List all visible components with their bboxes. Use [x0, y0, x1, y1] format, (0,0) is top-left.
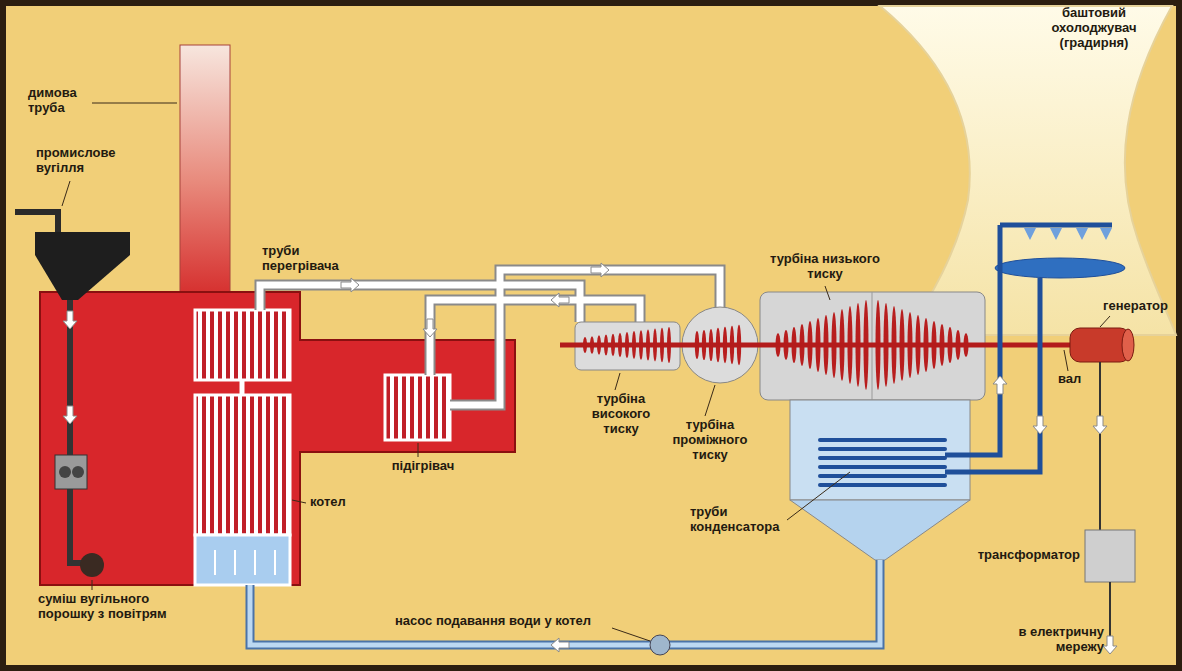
steam-pipes	[260, 270, 720, 405]
flow-arrow	[63, 406, 77, 424]
part-label: труби перегрівача	[262, 244, 352, 274]
flow-arrow	[591, 263, 609, 277]
transformer	[1085, 530, 1135, 582]
flow-arrow	[341, 278, 359, 292]
boiler-units	[385, 375, 450, 440]
part-label: баштовий охолоджувач (градирня)	[1035, 6, 1153, 51]
flow-arrow	[63, 311, 77, 329]
leader-line	[787, 472, 850, 520]
generator	[1070, 328, 1134, 362]
steam-pipes	[450, 270, 720, 405]
coal-feed	[15, 212, 130, 577]
background	[3, 3, 1179, 668]
leader-line	[92, 103, 177, 104]
part-label: в електричну мережу	[1018, 625, 1104, 655]
flow-arrow	[423, 319, 437, 337]
condenser-tubes	[820, 438, 945, 442]
coal-feed	[72, 466, 84, 478]
part-label: трансформатор	[972, 548, 1080, 563]
boiler-house	[40, 292, 515, 585]
leader-line	[705, 385, 715, 416]
part-label: турбіна низького тиску	[760, 252, 890, 282]
part-label: котел	[310, 495, 370, 510]
leader-line	[615, 373, 620, 390]
part-label: димова труба	[28, 86, 90, 116]
flow-arrow	[1103, 636, 1117, 654]
condenser-tubes	[820, 456, 945, 460]
boiler-units	[240, 380, 245, 395]
coal-feed	[59, 466, 71, 478]
cooling-tower	[880, 6, 1176, 335]
condenser-tubes	[820, 440, 945, 485]
condenser-tubes	[820, 474, 945, 478]
part-label: насос подавання води у котел	[395, 614, 655, 629]
leader-line	[825, 286, 830, 300]
flow-arrow	[993, 376, 1007, 394]
boiler-units	[195, 310, 290, 380]
feed-water-pipe	[250, 560, 880, 645]
power-line	[1109, 582, 1111, 636]
feed-water-pipe	[250, 560, 880, 645]
part-label: промислове вугілля	[36, 146, 136, 176]
leader-line	[62, 181, 70, 206]
leader-line	[418, 443, 419, 457]
flow-arrow	[63, 263, 1117, 654]
flow-arrow	[1033, 416, 1047, 434]
cooling-water-pipes	[945, 278, 1040, 472]
power-line	[1099, 362, 1101, 530]
generator	[1122, 329, 1134, 361]
part-label: генератор	[1103, 299, 1177, 314]
cooling-water-pipes	[945, 225, 1040, 472]
turbines	[790, 500, 970, 560]
leader-line	[612, 628, 650, 641]
cooling-tower	[880, 6, 1176, 335]
coal-feed	[55, 455, 87, 489]
generator	[1070, 328, 1130, 362]
flow-arrow	[551, 638, 569, 652]
feed-water-pipe	[650, 635, 670, 655]
coal-feed	[35, 232, 130, 300]
flow-arrow	[1093, 416, 1107, 434]
shaft	[560, 343, 1070, 348]
feed-water-pipe	[250, 560, 880, 655]
part-label: труби конденсатора	[690, 505, 786, 535]
part-label: турбіна високого тиску	[585, 392, 657, 437]
condenser-tubes	[820, 483, 945, 487]
turbines	[790, 400, 970, 500]
coal-feed	[15, 212, 58, 234]
part-label: підігрівач	[378, 459, 468, 474]
cooling-tower	[995, 258, 1125, 278]
boiler-units	[215, 550, 275, 575]
leader-line	[62, 103, 1110, 641]
part-label: суміш вугільного порошку з повітрям	[38, 592, 203, 622]
cooling-tower	[1024, 228, 1112, 240]
leader-line	[1064, 350, 1068, 371]
boiler-units	[195, 535, 290, 585]
coal-feed	[80, 553, 104, 577]
condenser-tubes	[820, 447, 945, 451]
cooling-water-pipes	[945, 225, 1000, 455]
leader-line	[1100, 316, 1110, 327]
cooling-tower	[1000, 223, 1112, 228]
part-label: турбіна проміжного тиску	[662, 418, 758, 463]
leader-line	[92, 580, 93, 590]
chimney	[180, 45, 230, 294]
part-label: вал	[1058, 372, 1088, 387]
boiler-units	[195, 395, 290, 535]
condenser-tubes	[820, 465, 945, 469]
boiler-units	[195, 310, 450, 585]
turbines	[575, 292, 985, 560]
leader-line	[292, 500, 306, 503]
coal-feed	[70, 300, 84, 563]
steam-pipes	[450, 270, 720, 405]
flow-arrow	[551, 293, 569, 307]
